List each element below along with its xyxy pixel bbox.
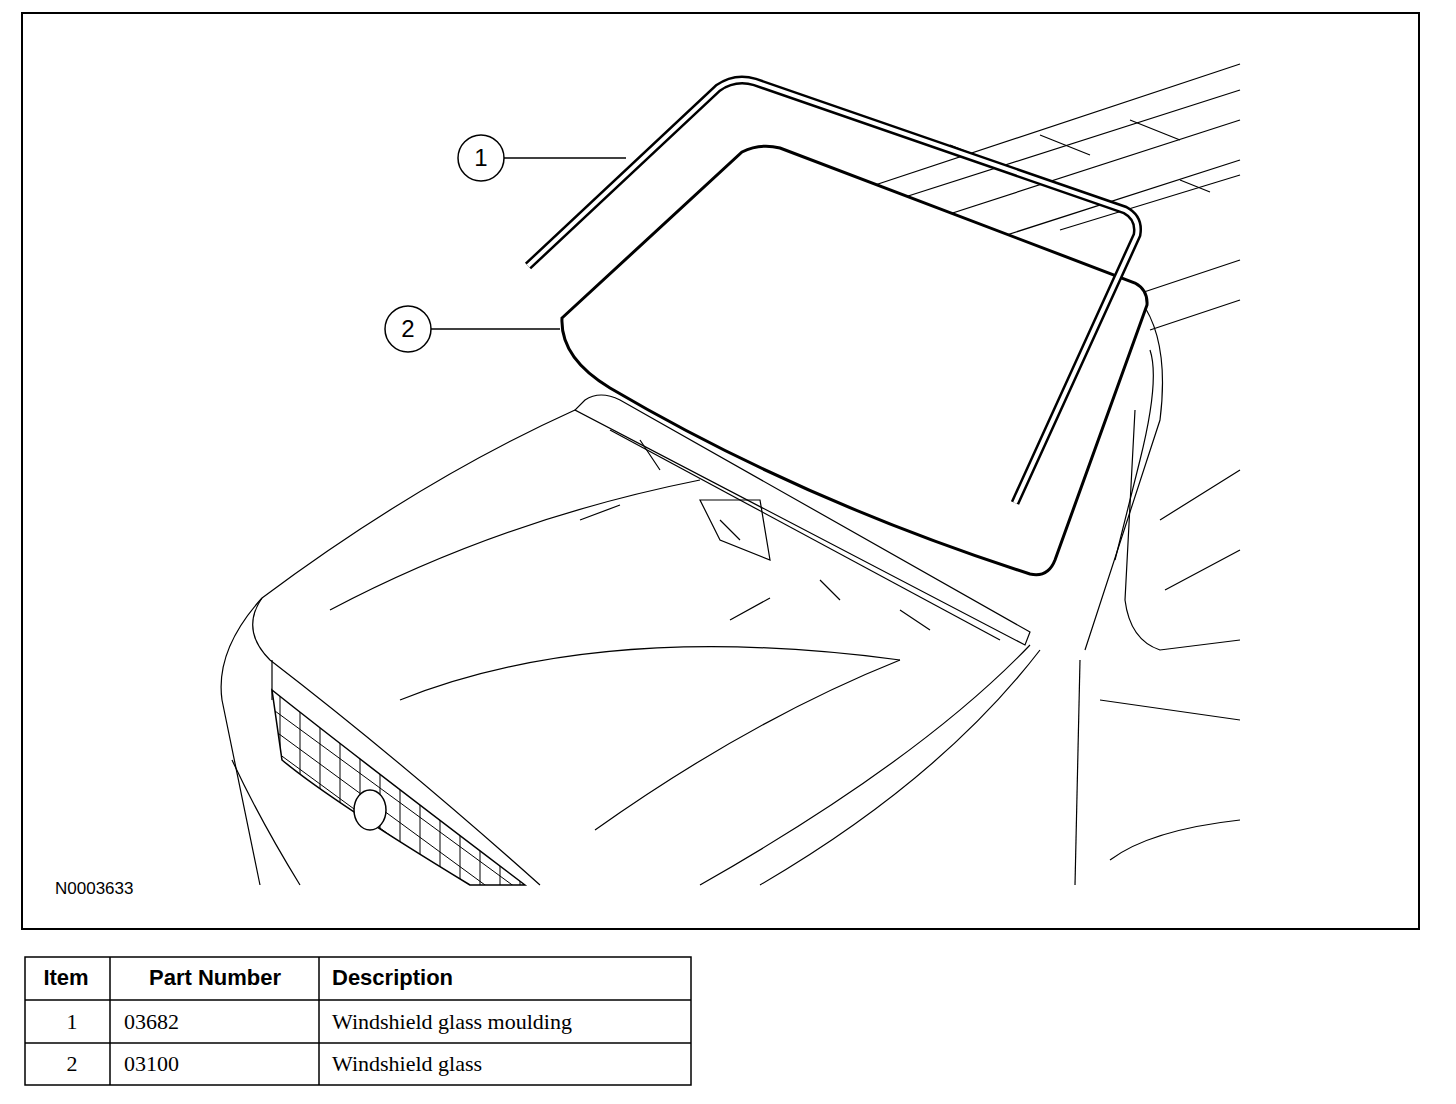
figure-id: N0003633 (55, 880, 133, 899)
table-header: Part Number (149, 966, 281, 990)
table-cell: 2 (67, 1052, 78, 1076)
callout-circle (458, 135, 504, 181)
windshield-moulding-inner (528, 80, 1138, 503)
truck-body (221, 64, 1240, 885)
windshield-glass (562, 146, 1147, 575)
leader-line (431, 328, 560, 330)
windshield-moulding (528, 80, 1138, 503)
table-header: Item (43, 966, 88, 990)
table-cell: 1 (67, 1010, 78, 1034)
figure-frame (22, 13, 1419, 929)
table-cell: 03100 (124, 1052, 179, 1076)
table-cell: 03682 (124, 1010, 179, 1034)
table-cell: Windshield glass moulding (332, 1010, 572, 1034)
leader-line (504, 157, 626, 159)
badge (354, 790, 386, 830)
callout-number: 1 (474, 145, 487, 171)
callout-circle (385, 306, 431, 352)
grille-outline (272, 690, 525, 885)
table-cell: Windshield glass (332, 1052, 482, 1076)
table-header: Description (332, 966, 453, 990)
parts-table (25, 957, 691, 1085)
grille (260, 620, 560, 960)
callout-number: 2 (401, 316, 414, 342)
